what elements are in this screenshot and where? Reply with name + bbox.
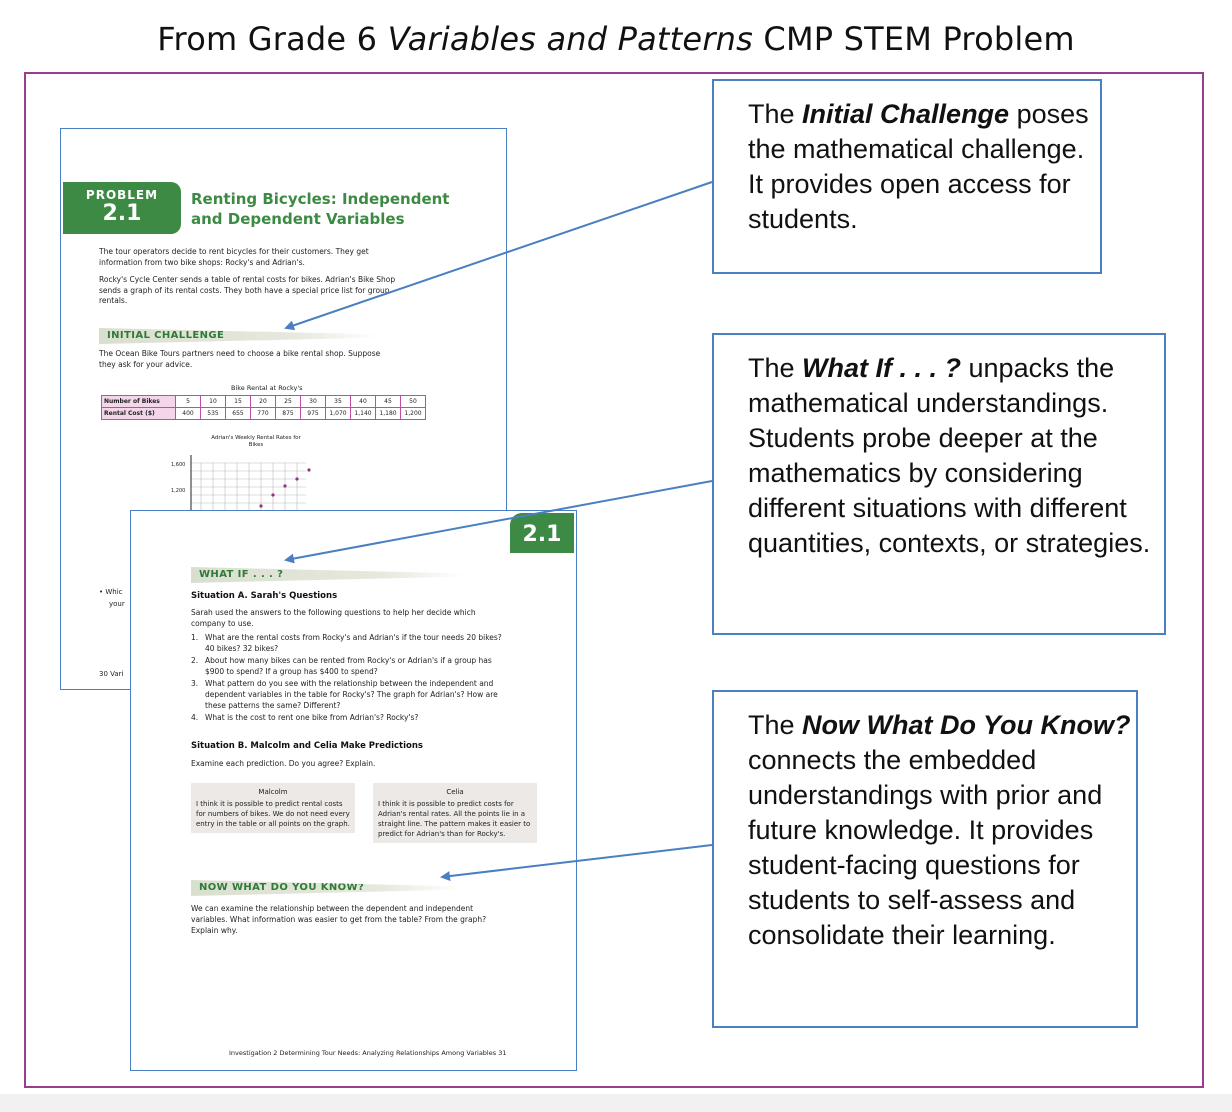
table-row-header: Rental Cost ($) (101, 407, 176, 420)
what-if-heading: WHAT IF . . . ? (191, 567, 465, 583)
table-cell: 20 (250, 395, 276, 408)
graph-caption: Adrian's Weekly Rental Rates for Bikes (211, 435, 301, 448)
page-footer: Investigation 2 Determining Tour Needs: … (229, 1049, 507, 1057)
celia-prediction-box: Celia I think it is possible to predict … (373, 783, 537, 843)
table-cell: 770 (250, 407, 276, 420)
question-text: What pattern do you see with the relatio… (205, 679, 498, 710)
now-what-callout: The Now What Do You Know? connects the e… (712, 690, 1138, 1028)
table-cell: 5 (175, 395, 201, 408)
table-cell: 1,180 (375, 407, 401, 420)
list-item: 3. What pattern do you see with the relat… (191, 678, 511, 711)
malcolm-name: Malcolm (258, 788, 288, 796)
what-if-callout: The What If . . . ? unpacks the mathemat… (712, 333, 1166, 635)
callout-emphasis: Initial Challenge (802, 99, 1010, 129)
list-item: 1. What are the rental costs from Rocky's… (191, 632, 511, 654)
situation-b-heading: Situation B. Malcolm and Celia Make Pred… (191, 741, 423, 751)
text-fragment: your (109, 600, 125, 608)
situation-a-text: Sarah used the answers to the following … (191, 608, 476, 628)
table-cell: 25 (275, 395, 301, 408)
callout-emphasis: What If . . . ? (802, 353, 962, 383)
table-cell: 40 (350, 395, 376, 408)
list-item: 4. What is the cost to rent one bike from… (191, 712, 511, 723)
text-fragment: • Whic (99, 588, 123, 596)
table-cell: 50 (400, 395, 426, 408)
bike-rental-table: Number of Bikes 5 10 15 20 25 30 35 40 4… (101, 395, 426, 420)
situation-a-heading: Situation A. Sarah's Questions (191, 591, 338, 601)
table-cell: 30 (300, 395, 326, 408)
textbook-page-31: 2.1 WHAT IF . . . ? Situation A. Sarah's… (130, 510, 577, 1071)
now-what-text: We can examine the relationship between … (191, 904, 487, 935)
callout-text: connects the embedded understandings wit… (748, 745, 1103, 950)
table-cell: 1,200 (400, 407, 426, 420)
question-text: What is the cost to rent one bike from A… (205, 713, 419, 722)
table-cell: 45 (375, 395, 401, 408)
question-number: 1. (191, 633, 199, 642)
malcolm-text: I think it is possible to predict rental… (196, 800, 350, 828)
initial-challenge-heading: INITIAL CHALLENGE (99, 328, 379, 344)
title-italic-text: Variables and Patterns (387, 20, 754, 58)
table-cell: 10 (200, 395, 226, 408)
callout-text: unpacks the mathematical understandings.… (748, 353, 1151, 558)
problem-number: 2.1 (102, 201, 142, 226)
callout-text: The (748, 710, 803, 740)
celia-name: Celia (446, 788, 464, 796)
intro-paragraph-2: Rocky's Cycle Center sends a table of re… (99, 275, 396, 305)
problem-tab: PROBLEM 2.1 (63, 182, 181, 234)
callout-text: poses the mathematical challenge. It pro… (748, 99, 1089, 234)
now-what-heading: NOW WHAT DO YOU KNOW? (191, 880, 461, 896)
problem-number-tab: 2.1 (510, 513, 574, 553)
callout-emphasis: Now What Do You Know? (802, 710, 1131, 740)
question-list: 1. What are the rental costs from Rocky's… (191, 632, 511, 724)
intro-paragraph-1: The tour operators decide to rent bicycl… (99, 247, 369, 267)
question-text: About how many bikes can be rented from … (205, 656, 492, 676)
callout-text: The (748, 99, 803, 129)
table-row-header: Number of Bikes (101, 395, 176, 408)
callout-text: The (748, 353, 803, 383)
title-text: From Grade 6 (157, 20, 388, 58)
problem-title: Renting Bicycles: Independent and Depend… (191, 190, 450, 228)
page-footer-fragment: 30 Vari (99, 670, 124, 678)
list-item: 2. About how many bikes can be rented fro… (191, 655, 511, 677)
title-text-end: CMP STEM Problem (753, 20, 1075, 58)
table-row: Number of Bikes 5 10 15 20 25 30 35 40 4… (101, 395, 426, 408)
table-cell: 535 (200, 407, 226, 420)
question-number: 3. (191, 679, 199, 688)
celia-text: I think it is possible to predict costs … (378, 800, 531, 838)
question-number: 2. (191, 656, 199, 665)
page-title: From Grade 6 Variables and Patterns CMP … (0, 20, 1232, 58)
table-cell: 1,070 (325, 407, 351, 420)
graph-points (259, 468, 311, 508)
graph-tick-label: 1,200 (171, 488, 185, 494)
situation-b-text: Examine each prediction. Do you agree? E… (191, 759, 376, 768)
table-cell: 975 (300, 407, 326, 420)
content-frame (24, 72, 1204, 1088)
table-cell: 1,140 (350, 407, 376, 420)
problem-label: PROBLEM (85, 188, 159, 202)
graph-tick-label: 1,600 (171, 462, 185, 468)
table-cell: 875 (275, 407, 301, 420)
challenge-text: The Ocean Bike Tours partners need to ch… (99, 349, 381, 369)
malcolm-prediction-box: Malcolm I think it is possible to predic… (191, 783, 355, 833)
table-cell: 35 (325, 395, 351, 408)
bottom-strip (0, 1094, 1232, 1112)
table-caption: Bike Rental at Rocky's (231, 384, 303, 392)
table-cell: 655 (225, 407, 251, 420)
table-row: Rental Cost ($) 400 535 655 770 875 975 … (101, 407, 426, 420)
table-cell: 15 (225, 395, 251, 408)
question-number: 4. (191, 713, 199, 722)
initial-challenge-callout: The Initial Challenge poses the mathemat… (712, 79, 1102, 274)
table-cell: 400 (175, 407, 201, 420)
question-text: What are the rental costs from Rocky's a… (205, 633, 502, 653)
